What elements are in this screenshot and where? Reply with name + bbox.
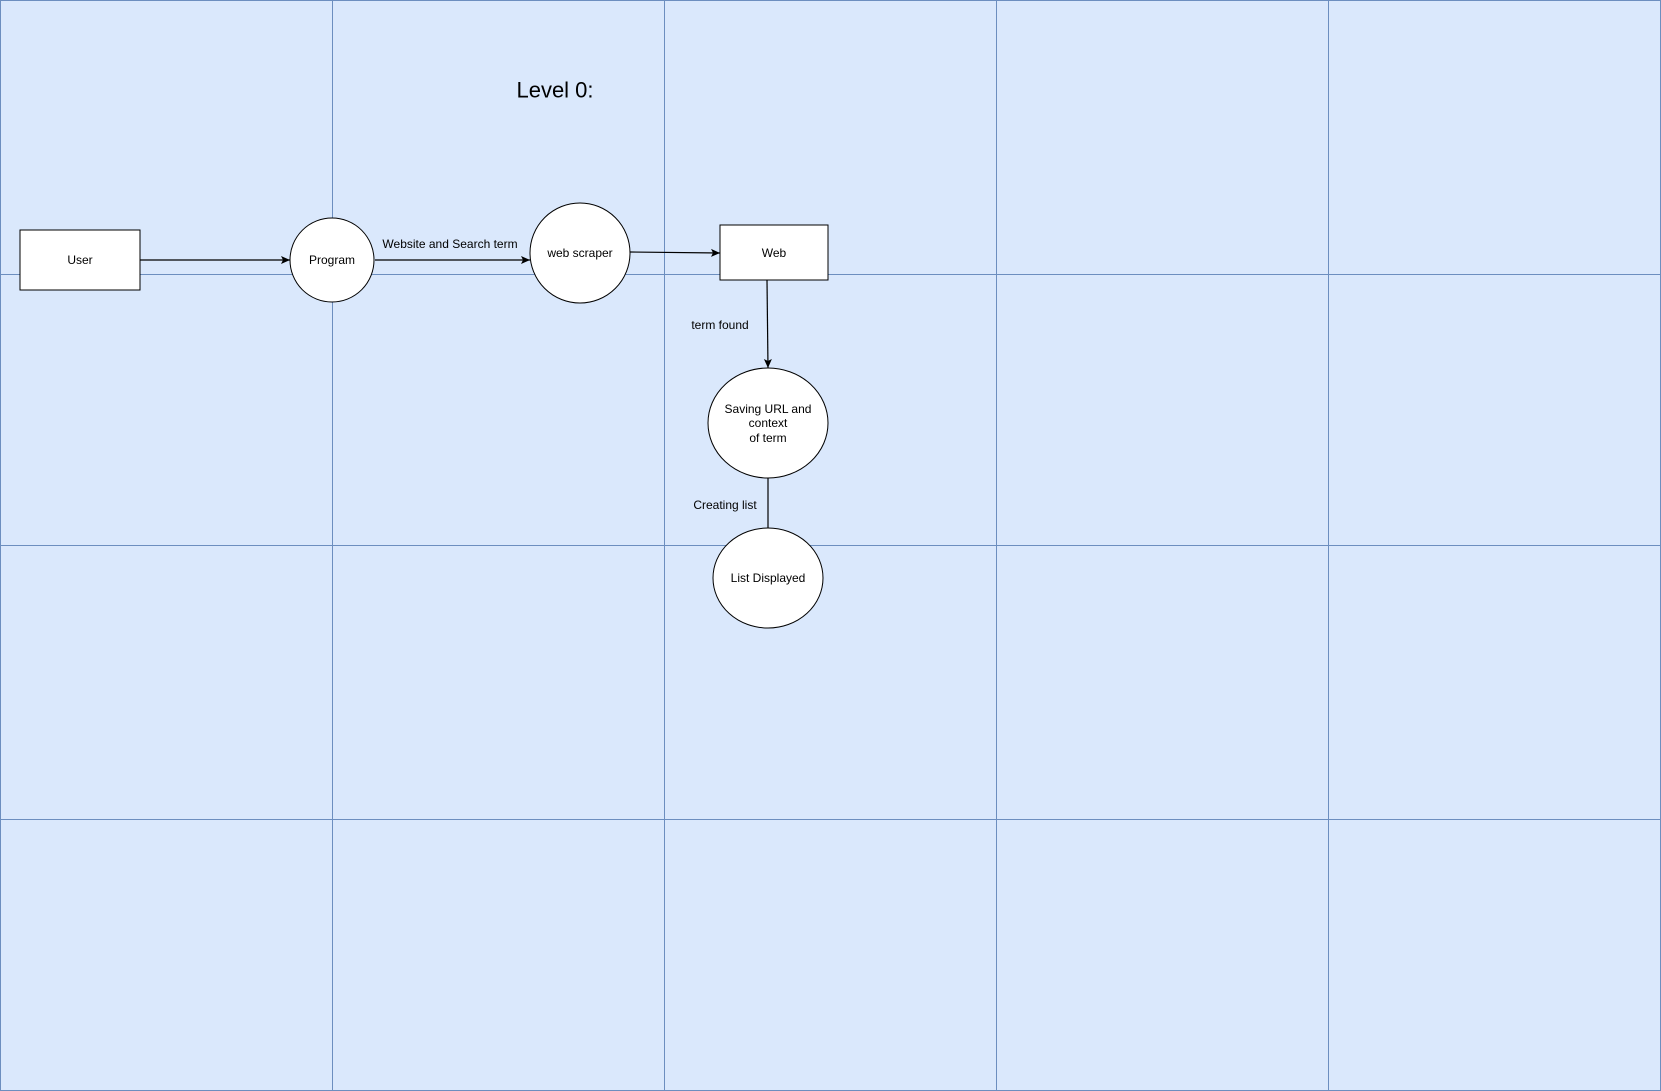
web-entity-box[interactable] <box>719 224 829 281</box>
edge-label-website-and-search-term: Website and Search term <box>382 237 517 251</box>
saving-label-line-3: of term <box>749 431 786 445</box>
web-label: Web <box>762 246 787 260</box>
node-program[interactable]: Program <box>289 217 375 303</box>
node-list-displayed[interactable]: List Displayed <box>712 527 824 629</box>
saving-label-line-1: Saving URL and <box>725 402 812 416</box>
saving-label-line-2: context <box>749 416 788 430</box>
user-entity-box[interactable] <box>19 229 141 291</box>
edge-web-scraper-to-web[interactable] <box>629 248 721 257</box>
node-saving-url-and-context[interactable]: Saving URL and context of term <box>707 367 829 479</box>
list-displayed-label: List Displayed <box>731 571 806 585</box>
web-scraper-label: web scraper <box>546 246 612 260</box>
list-displayed-ellipse[interactable] <box>712 527 824 629</box>
web-scraper-process-circle[interactable] <box>529 202 631 304</box>
edges: Website and Search term term found Creat… <box>140 237 772 528</box>
diagram-title: Level 0: <box>516 78 593 103</box>
user-label: User <box>67 253 92 267</box>
node-web[interactable]: Web <box>719 224 829 281</box>
saving-process-ellipse[interactable] <box>707 367 829 479</box>
edge-label-creating-list: Creating list <box>693 498 757 512</box>
edge-label-term-found: term found <box>691 318 748 332</box>
program-label: Program <box>309 253 355 267</box>
node-web-scraper[interactable]: web scraper <box>529 202 631 304</box>
node-user[interactable]: User <box>19 229 141 291</box>
edge-web-to-saving[interactable] <box>763 279 772 369</box>
program-process-circle[interactable] <box>289 217 375 303</box>
